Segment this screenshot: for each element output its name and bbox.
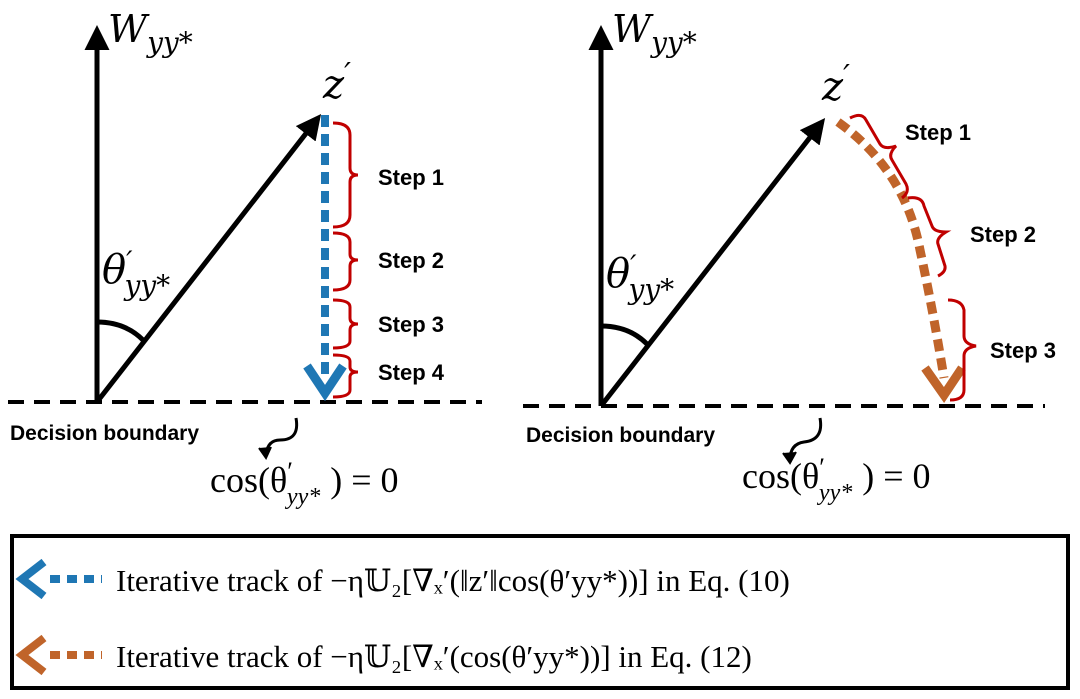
left-blue-arrowhead bbox=[303, 363, 347, 402]
left-angle-label: θ′yy* bbox=[102, 245, 170, 302]
left-brace-2 bbox=[332, 231, 359, 292]
left-panel: Wyy* z′ θ′yy* Decision boundary cos(θ′yy… bbox=[8, 7, 482, 510]
right-brace-3 bbox=[947, 298, 977, 402]
legend-orange-arrowhead bbox=[15, 634, 47, 676]
left-cos-equation: cos(θ′yy*) = 0 bbox=[210, 457, 399, 510]
legend-orange-text: Iterative track of −η𝕌₂[∇ₓ′(cos(θ′yy*))]… bbox=[116, 639, 752, 674]
left-step-4-label: Step 4 bbox=[378, 360, 445, 385]
right-braces bbox=[849, 113, 977, 402]
right-pointer-head bbox=[782, 451, 797, 465]
right-z-vector bbox=[599, 118, 826, 408]
right-orange-track bbox=[835, 118, 949, 379]
legend-blue-text: Iterative track of −η𝕌₂[∇ₓ′(‖z′‖cos(θ′yy… bbox=[116, 563, 790, 598]
legend-box bbox=[10, 534, 1070, 690]
left-pointer-arrow bbox=[264, 417, 299, 455]
right-orange-arrowhead bbox=[921, 365, 966, 403]
right-angle-arc bbox=[600, 323, 649, 346]
left-brace-4 bbox=[332, 353, 359, 399]
left-z-vector bbox=[95, 114, 322, 404]
legend: Iterative track of −η𝕌₂[∇ₓ′(‖z′‖cos(θ′yy… bbox=[10, 534, 1070, 690]
right-w-axis-label: Wyy* bbox=[612, 7, 697, 59]
right-step-3-label: Step 3 bbox=[990, 338, 1056, 363]
right-step-2-label: Step 2 bbox=[970, 222, 1036, 247]
right-pointer-arrow bbox=[788, 417, 823, 461]
left-angle-arc bbox=[96, 319, 145, 342]
legend-item-blue: Iterative track of −η𝕌₂[∇ₓ′(‖z′‖cos(θ′yy… bbox=[15, 558, 790, 600]
right-panel: Wyy* z′ θ′yy* Decision boundary cos(θ′yy… bbox=[523, 7, 1056, 506]
left-step-1-label: Step 1 bbox=[378, 165, 444, 190]
right-angle-label: θ′yy* bbox=[606, 249, 674, 306]
right-cos-equation: cos(θ′yy*) = 0 bbox=[742, 453, 931, 506]
left-pointer-head bbox=[258, 446, 272, 461]
right-brace-2 bbox=[907, 196, 952, 278]
right-step-1-label: Step 1 bbox=[905, 120, 971, 145]
left-z-label: z′ bbox=[322, 57, 351, 108]
left-brace-3 bbox=[332, 298, 359, 350]
legend-blue-arrowhead bbox=[15, 558, 47, 600]
left-step-3-label: Step 3 bbox=[378, 312, 444, 337]
right-brace-1 bbox=[849, 113, 909, 200]
right-boundary-label: Decision boundary bbox=[526, 424, 715, 447]
left-boundary-label: Decision boundary bbox=[10, 422, 199, 445]
right-z-label: z′ bbox=[821, 59, 850, 110]
left-w-axis-label: Wyy* bbox=[108, 7, 193, 59]
left-step-2-label: Step 2 bbox=[378, 248, 444, 273]
legend-item-orange: Iterative track of −η𝕌₂[∇ₓ′(cos(θ′yy*))]… bbox=[15, 634, 752, 676]
left-brace-1 bbox=[332, 121, 359, 229]
left-braces bbox=[332, 121, 359, 399]
